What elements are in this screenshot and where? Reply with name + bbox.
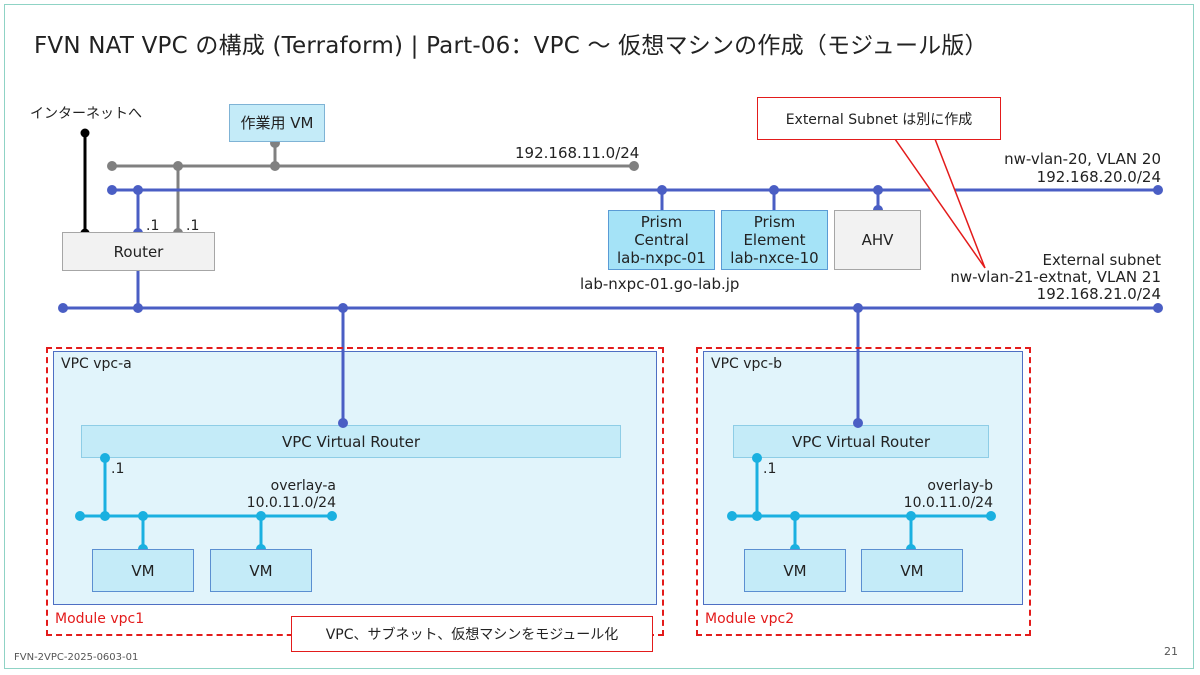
network-vlan-20 (107, 185, 1163, 238)
external-subnet-cidr: 192.168.21.0/24 (1036, 285, 1161, 303)
overlay-a-network (75, 453, 337, 554)
vpc-b-vm-2: VM (861, 549, 963, 592)
vpc-b-overlay-label: overlay-b 10.0.11.0/24 (857, 478, 993, 512)
overlay-b-cidr: 10.0.11.0/24 (903, 495, 993, 511)
internet-label: インターネットへ (30, 106, 142, 122)
vpc-b-name: VPC vpc-b (711, 356, 783, 372)
router-box: Router (62, 232, 215, 271)
module-vpc2-border (696, 347, 1031, 636)
vpc-b-virtual-router: VPC Virtual Router (733, 425, 989, 458)
overlay-a-cidr: 10.0.11.0/24 (246, 495, 336, 511)
module-vpc2-label: Module vpc2 (705, 611, 795, 627)
vlan20-label: nw-vlan-20, VLAN 20 192.168.20.0/24 (900, 150, 1161, 186)
router-if2-label: .1 (186, 218, 200, 234)
slide-title: FVN NAT VPC の構成 (Terraform) | Part-06：VP… (34, 33, 988, 59)
network-192-168-11-label: 192.168.11.0/24 (515, 144, 640, 162)
vpc-a-name: VPC vpc-a (61, 356, 132, 372)
vpc-b-vm-1: VM (744, 549, 846, 592)
vpc-a-vm-1: VM (92, 549, 194, 592)
module-vpc1-border (46, 347, 664, 636)
external-subnet-label: External subnet nw-vlan-21-extnat, VLAN … (900, 252, 1161, 303)
overlay-b-name: overlay-b (927, 478, 993, 494)
vpc-a-virtual-router: VPC Virtual Router (81, 425, 621, 458)
network-external-vlan-21 (58, 271, 1163, 428)
ahv-box: AHV (834, 210, 921, 270)
vpc-a-gateway-label: .1 (111, 461, 125, 477)
prism-central-fqdn: lab-nxpc-01.go-lab.jp (580, 275, 740, 293)
slide-footer-id: FVN-2VPC-2025-0603-01 (14, 652, 139, 663)
work-vm-box: 作業用 VM (229, 104, 325, 142)
page-number: 21 (1164, 645, 1178, 658)
slide-frame (4, 4, 1194, 669)
vlan20-name: nw-vlan-20, VLAN 20 (1004, 150, 1161, 168)
vpc-a-vm-2: VM (210, 549, 312, 592)
external-subnet-name: nw-vlan-21-extnat, VLAN 21 (950, 268, 1161, 286)
vpc-a-overlay-label: overlay-a 10.0.11.0/24 (200, 478, 336, 512)
vlan20-cidr: 192.168.20.0/24 (1036, 168, 1161, 186)
router-if1-label: .1 (146, 218, 160, 234)
callout-module: VPC、サブネット、仮想マシンをモジュール化 (291, 616, 653, 652)
internet-link (80, 128, 90, 238)
external-subnet-title: External subnet (1042, 251, 1161, 269)
overlay-a-name: overlay-a (270, 478, 336, 494)
module-vpc1-label: Module vpc1 (55, 611, 145, 627)
callout-external-subnet: External Subnet は別に作成 (757, 97, 1001, 140)
vpc-b-gateway-label: .1 (763, 461, 777, 477)
overlay-b-network (727, 453, 996, 554)
